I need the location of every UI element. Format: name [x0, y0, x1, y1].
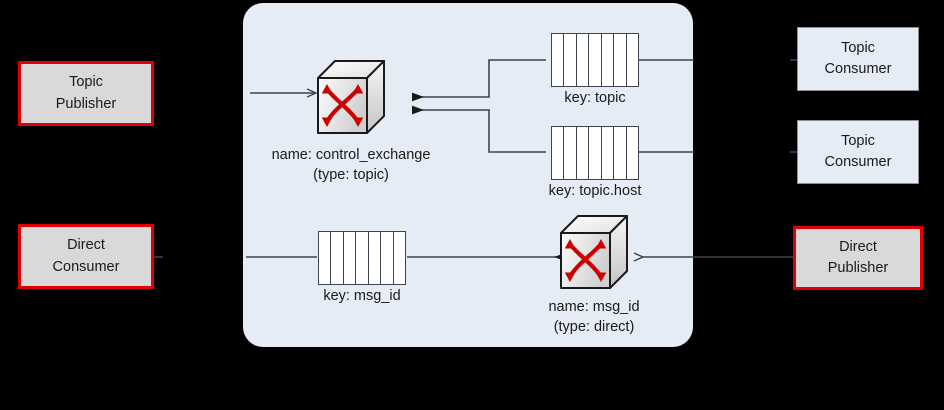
queue-cell: [577, 34, 590, 86]
queue-cell: [319, 232, 332, 284]
control-exchange-type: (type: topic): [313, 166, 389, 183]
node-direct-publisher[interactable]: Direct Publisher: [793, 226, 923, 290]
queue-cell: [331, 232, 344, 284]
queue-cell: [564, 127, 577, 179]
node-topic-consumer-2-line1: Topic: [841, 132, 875, 149]
queue-cell: [552, 127, 565, 179]
queue-cell: [602, 34, 615, 86]
queue-cell: [381, 232, 394, 284]
queue-msg-id-label-wrap: key: msg_id: [282, 287, 442, 307]
queue-topic[interactable]: [551, 33, 639, 87]
msg-id-exchange-type: (type: direct): [553, 318, 635, 335]
queue-topic-label: key: topic: [564, 90, 626, 106]
exchange-icon: [560, 215, 628, 289]
queue-cell: [589, 127, 602, 179]
queue-topic-label-wrap: key: topic: [515, 89, 675, 109]
node-topic-consumer-1[interactable]: Topic Consumer: [797, 27, 919, 91]
queue-cell: [394, 232, 405, 284]
node-topic-consumer-2[interactable]: Topic Consumer: [797, 120, 919, 184]
node-direct-consumer-line1: Direct: [67, 237, 105, 254]
queue-topic-host[interactable]: [551, 126, 639, 180]
node-topic-publisher[interactable]: Topic Publisher: [18, 61, 154, 126]
queue-cell: [589, 34, 602, 86]
queue-cell: [356, 232, 369, 284]
queue-cell: [552, 34, 565, 86]
control-exchange-caption: name: control_exchange (type: topic): [248, 146, 454, 185]
node-direct-publisher-line1: Direct: [839, 238, 877, 255]
queue-cell: [564, 34, 577, 86]
queue-cell: [369, 232, 382, 284]
queue-topic-host-label-wrap: key: topic.host: [515, 182, 675, 202]
queue-cell: [577, 127, 590, 179]
queue-topic-host-label: key: topic.host: [548, 183, 642, 199]
node-topic-publisher-line2: Publisher: [55, 95, 117, 112]
msg-id-exchange-caption: name: msg_id (type: direct): [491, 298, 697, 337]
queue-cell: [344, 232, 357, 284]
queue-cell: [602, 127, 615, 179]
queue-cell: [627, 34, 638, 86]
node-topic-consumer-1-line2: Consumer: [824, 61, 892, 77]
node-direct-consumer-line2: Consumer: [52, 258, 120, 275]
queue-cell: [614, 127, 627, 179]
node-direct-publisher-line2: Publisher: [827, 260, 889, 276]
control-exchange-node[interactable]: [313, 58, 389, 140]
msg-id-exchange-name: name: msg_id: [548, 299, 640, 315]
node-topic-publisher-line1: Topic: [69, 74, 103, 91]
node-topic-consumer-2-line2: Consumer: [824, 154, 892, 170]
node-direct-consumer[interactable]: Direct Consumer: [18, 224, 154, 289]
exchange-icon: [317, 60, 385, 134]
msg-id-exchange-node[interactable]: [556, 213, 632, 295]
control-exchange-name: name: control_exchange: [271, 147, 431, 163]
queue-cell: [627, 127, 638, 179]
queue-cell: [614, 34, 627, 86]
queue-msg-id-label: key: msg_id: [323, 288, 401, 304]
queue-msg-id[interactable]: [318, 231, 406, 285]
node-topic-consumer-1-line1: Topic: [841, 39, 875, 56]
